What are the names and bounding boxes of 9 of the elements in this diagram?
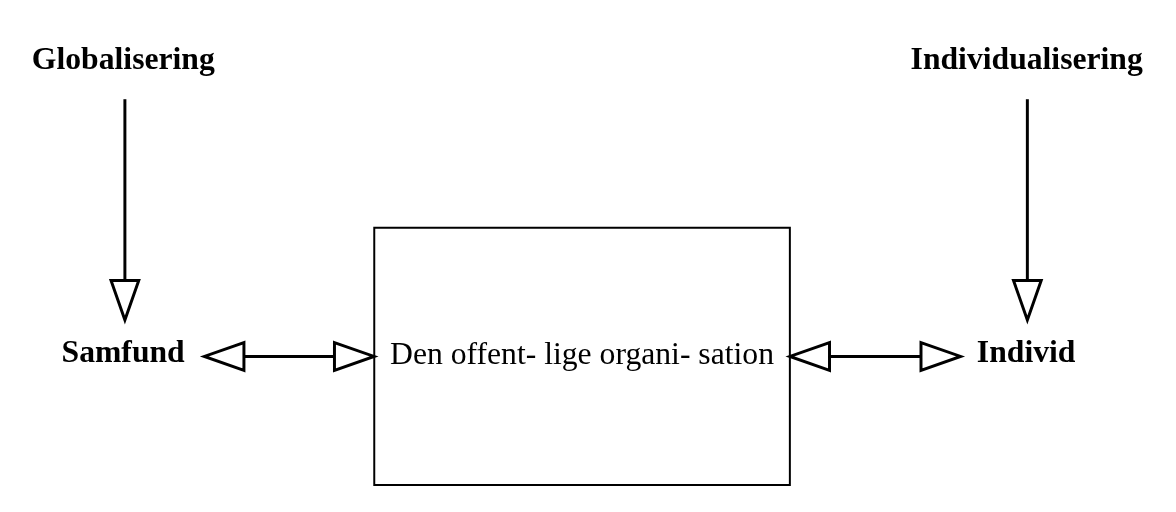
arrow: [108, 98, 141, 325]
arrow: [1011, 98, 1044, 325]
arrow: [199, 340, 379, 372]
node-text: Samfund: [61, 333, 185, 369]
node-text: Individ: [976, 333, 1076, 369]
node-box: Den offent- lige organi- sation: [373, 226, 791, 486]
node-text: Globalisering: [31, 40, 215, 76]
node-text: Individualisering: [910, 40, 1143, 76]
arrow: [785, 340, 966, 372]
